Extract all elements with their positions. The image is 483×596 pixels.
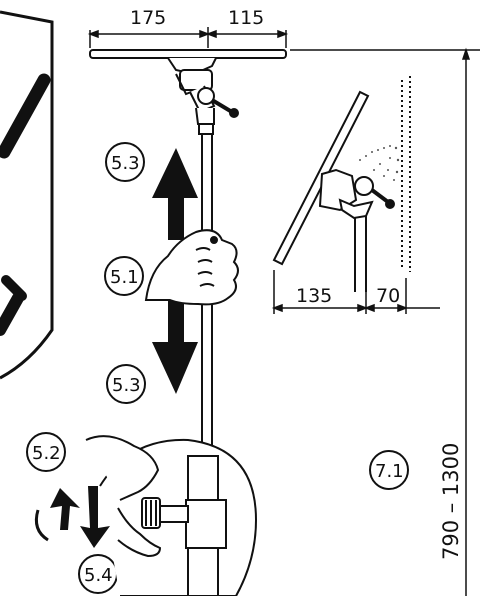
callout-lower-label: 5.3 <box>112 375 141 396</box>
callout-lower-circle <box>106 364 146 404</box>
callout-circles <box>26 142 409 594</box>
monitor-front-view <box>89 49 287 135</box>
callout-loosen-label: 5.2 <box>32 443 61 464</box>
move-arrows <box>152 148 198 394</box>
callout-grip-circle <box>104 256 144 296</box>
callout-grip-label: 5.1 <box>110 267 139 288</box>
dim-70: 70 <box>376 285 400 307</box>
height-range-label: 790 – 1300 <box>439 443 463 560</box>
top-dimension <box>87 27 289 48</box>
callout-tighten-label: 5.4 <box>84 565 113 586</box>
height-dimension <box>290 47 480 596</box>
dim-175: 175 <box>130 7 166 29</box>
callout-raise-label: 5.3 <box>111 153 140 174</box>
side-dimension <box>271 270 440 314</box>
dim-135: 135 <box>296 285 332 307</box>
monitor-side-view <box>272 76 411 292</box>
rotate-arrows-icon <box>34 486 110 548</box>
callout-loosen-circle <box>26 432 66 472</box>
callout-height-label: 7.1 <box>375 461 404 482</box>
tilt-range-shading <box>359 145 400 181</box>
hand-icon <box>144 229 239 306</box>
callout-raise-circle <box>105 142 145 182</box>
dim-115: 115 <box>228 7 264 29</box>
detail-magnifier <box>85 435 258 596</box>
prohibited-install-panel <box>0 10 54 380</box>
callout-height-circle <box>369 450 409 490</box>
